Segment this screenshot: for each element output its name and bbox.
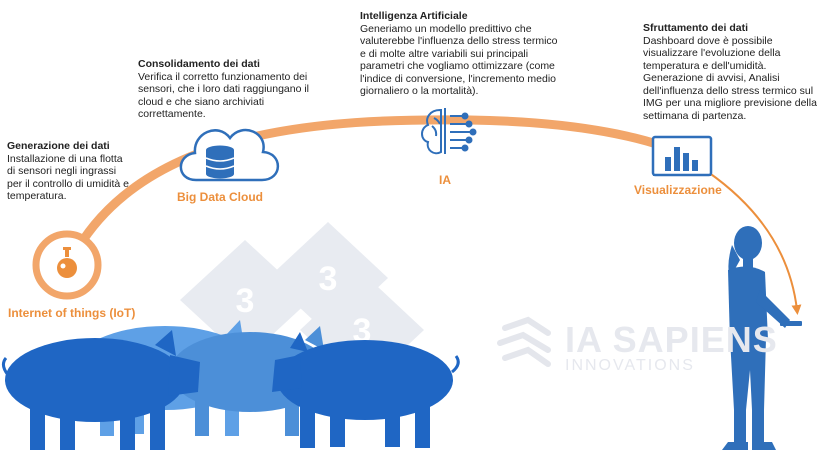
watermark-brand-name: IA SAPIENS	[565, 319, 778, 360]
iot-label: Internet of things (IoT)	[8, 306, 136, 320]
step-iot-description: Generazione dei dati Installazione di un…	[7, 140, 167, 203]
flow-arrow	[707, 171, 802, 315]
step-heading: Sfruttamento dei dati	[643, 22, 749, 34]
flow-arc	[73, 115, 710, 253]
step-body: Verifica il corretto funzionamento dei s…	[138, 70, 310, 121]
person-silhouette	[722, 226, 802, 450]
pig-dark-front	[1, 330, 200, 450]
step-cloud-description: Consolidamento dei dati Verifica il corr…	[138, 58, 338, 121]
watermark-badge-number: 3	[236, 282, 255, 320]
cloud-database-icon	[179, 128, 279, 182]
step-body: Installazione di una flotta di sensori n…	[7, 152, 129, 203]
step-heading: Intelligenza Artificiale	[360, 10, 468, 22]
dashboard-chart-icon	[651, 135, 713, 177]
watermark-brand-tagline: INNOVATIONS	[565, 357, 695, 374]
ia-sapiens-watermark: IA SAPIENS INNOVATIONS	[565, 322, 778, 374]
ai-brain-icon	[421, 108, 477, 155]
ai-label: IA	[439, 173, 451, 187]
step-body: Dashboard dove è possibile visualizzare …	[643, 34, 817, 122]
visualization-label: Visualizzazione	[634, 183, 722, 197]
ia-sapiens-logo-icon	[497, 316, 551, 367]
watermark-badge-number: 3	[319, 260, 338, 298]
pig-herd	[1, 320, 460, 450]
step-body: Generiamo un modello predittivo che valu…	[360, 22, 558, 98]
iot-sensor-icon	[57, 247, 77, 278]
step-visualization-description: Sfruttamento dei dati Dashboard dove è p…	[643, 22, 818, 122]
cloud-label: Big Data Cloud	[177, 190, 263, 204]
step-heading: Generazione dei dati	[7, 140, 110, 152]
iot-node	[32, 230, 102, 300]
step-ai-description: Intelligenza Artificiale Generiamo un mo…	[360, 10, 580, 98]
step-heading: Consolidamento dei dati	[138, 58, 260, 70]
pig-dark-right	[272, 332, 460, 448]
